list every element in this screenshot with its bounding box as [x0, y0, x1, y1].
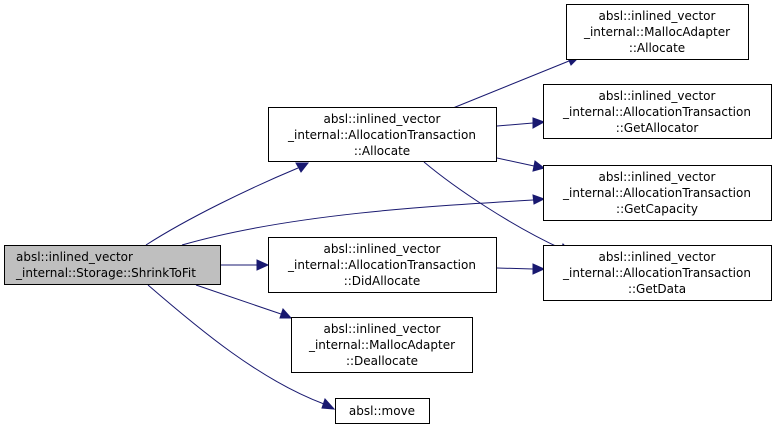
node-label-line: _internal::AllocationTransaction: [287, 258, 476, 272]
node-ma-allocate[interactable]: absl::inlined_vector _internal::MallocAd…: [566, 4, 749, 60]
node-label-line: ::GetAllocator: [616, 121, 699, 135]
arrowhead-at-get-capacity-from-root: [532, 194, 546, 205]
edge-at-allocate-to-at-get-capacity: [496, 157, 535, 167]
node-label-line: absl::inlined_vector: [324, 112, 441, 126]
edge-at-allocate-to-at-get-data: [423, 161, 563, 250]
node-at-allocate[interactable]: absl::inlined_vector _internal::Allocati…: [268, 107, 497, 162]
node-label-line: ::Allocate: [629, 41, 685, 55]
edge-at-did-allocate-to-at-get-data: [496, 267, 534, 270]
node-label-line: ::GetData: [628, 282, 686, 296]
edge-at-allocate-to-at-get-allocator: [496, 122, 534, 127]
edge-shrinktofit-to-at-get-capacity: [181, 199, 535, 246]
node-shrink-to-fit[interactable]: absl::inlined_vector _internal::Storage:…: [4, 245, 221, 285]
node-label-line: _internal::AllocationTransaction: [562, 186, 751, 200]
edge-shrinktofit-to-ma-deallocate: [195, 284, 282, 315]
arrowhead-at-allocate: [295, 162, 310, 173]
node-ma-deallocate[interactable]: absl::inlined_vector _internal::MallocAd…: [291, 317, 473, 373]
arrowhead-at-did-allocate: [256, 259, 270, 271]
node-label-line: _internal::MallocAdapter: [308, 338, 455, 352]
arrowhead-ma-deallocate: [279, 308, 293, 319]
node-box: [543, 84, 772, 139]
node-label-line: _internal::MallocAdapter: [583, 25, 730, 39]
node-box: [4, 245, 221, 285]
node-box: [268, 107, 497, 162]
node-label-line: _internal::AllocationTransaction: [287, 128, 476, 142]
edge-shrinktofit-to-at-allocate: [145, 167, 299, 246]
arrowhead-at-get-data-from-did-allocate: [532, 263, 546, 275]
node-label-line: ::GetCapacity: [616, 202, 698, 216]
node-move[interactable]: absl::move: [335, 398, 430, 424]
node-label-line: absl::inlined_vector: [599, 170, 716, 184]
node-label-line: absl::inlined_vector: [599, 9, 716, 23]
node-box: [566, 4, 749, 60]
node-box: [543, 245, 772, 301]
node-label-line: ::DidAllocate: [344, 274, 421, 288]
edge-shrinktofit-to-move: [147, 284, 325, 405]
node-at-get-data[interactable]: absl::inlined_vector _internal::Allocati…: [543, 245, 772, 301]
node-label-line: _internal::AllocationTransaction: [562, 105, 751, 119]
node-at-get-capacity[interactable]: absl::inlined_vector _internal::Allocati…: [543, 165, 772, 221]
node-box: [268, 237, 497, 293]
node-label-line: _internal::AllocationTransaction: [562, 266, 751, 280]
node-label-line: absl::inlined_vector: [599, 250, 716, 264]
node-label-line: absl::move: [349, 404, 415, 418]
node-label-line: absl::inlined_vector: [324, 322, 441, 336]
arrowhead-move: [321, 398, 336, 410]
node-label-line: ::Deallocate: [346, 354, 418, 368]
node-label-line: absl::inlined_vector: [16, 250, 133, 264]
arrowhead-at-get-allocator: [532, 117, 546, 129]
edge-at-allocate-to-ma-allocate: [452, 60, 570, 109]
node-label-line: absl::inlined_vector: [324, 242, 441, 256]
arrowhead-at-get-capacity-from-allocate: [532, 160, 546, 172]
node-box: [543, 165, 772, 221]
node-label-line: ::Allocate: [354, 144, 410, 158]
node-at-did-allocate[interactable]: absl::inlined_vector _internal::Allocati…: [268, 237, 497, 293]
node-at-get-allocator[interactable]: absl::inlined_vector _internal::Allocati…: [543, 84, 772, 139]
node-label-line: absl::inlined_vector: [599, 89, 716, 103]
node-box: [291, 317, 473, 373]
node-box: [335, 398, 430, 424]
node-label-line: _internal::Storage::ShrinkToFit: [15, 266, 196, 280]
